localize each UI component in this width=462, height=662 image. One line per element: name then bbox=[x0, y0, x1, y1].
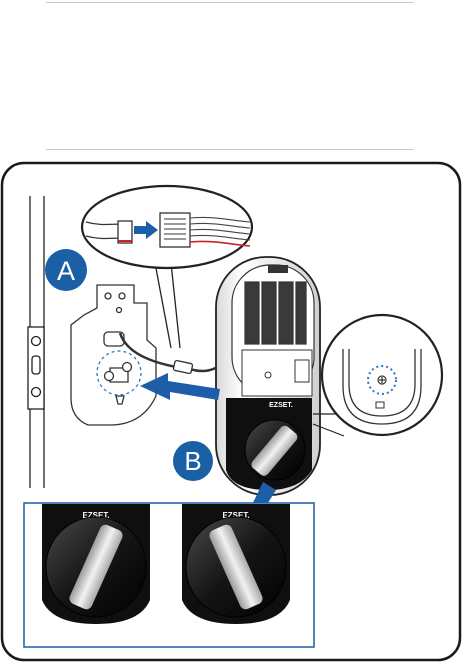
inset-right-thumb-turn bbox=[186, 517, 286, 617]
callout-b: B bbox=[173, 441, 213, 481]
callout-b-label: B bbox=[184, 446, 201, 476]
lock-brand-logo: EZSET. bbox=[269, 402, 293, 409]
callout-a-label: A bbox=[57, 256, 75, 286]
inset-left-thumb-turn bbox=[46, 517, 146, 617]
thumb-turn[interactable] bbox=[245, 420, 305, 480]
lock-body: EZSET. bbox=[216, 257, 320, 495]
battery-compartment bbox=[245, 282, 306, 344]
plus-screw-icon bbox=[378, 376, 386, 384]
connector-magnifier bbox=[82, 186, 252, 268]
callout-a: A bbox=[45, 249, 87, 291]
screw-zoom-circle bbox=[322, 315, 442, 435]
knob-orientation-inset: EZSET. EZSET. bbox=[24, 503, 314, 647]
